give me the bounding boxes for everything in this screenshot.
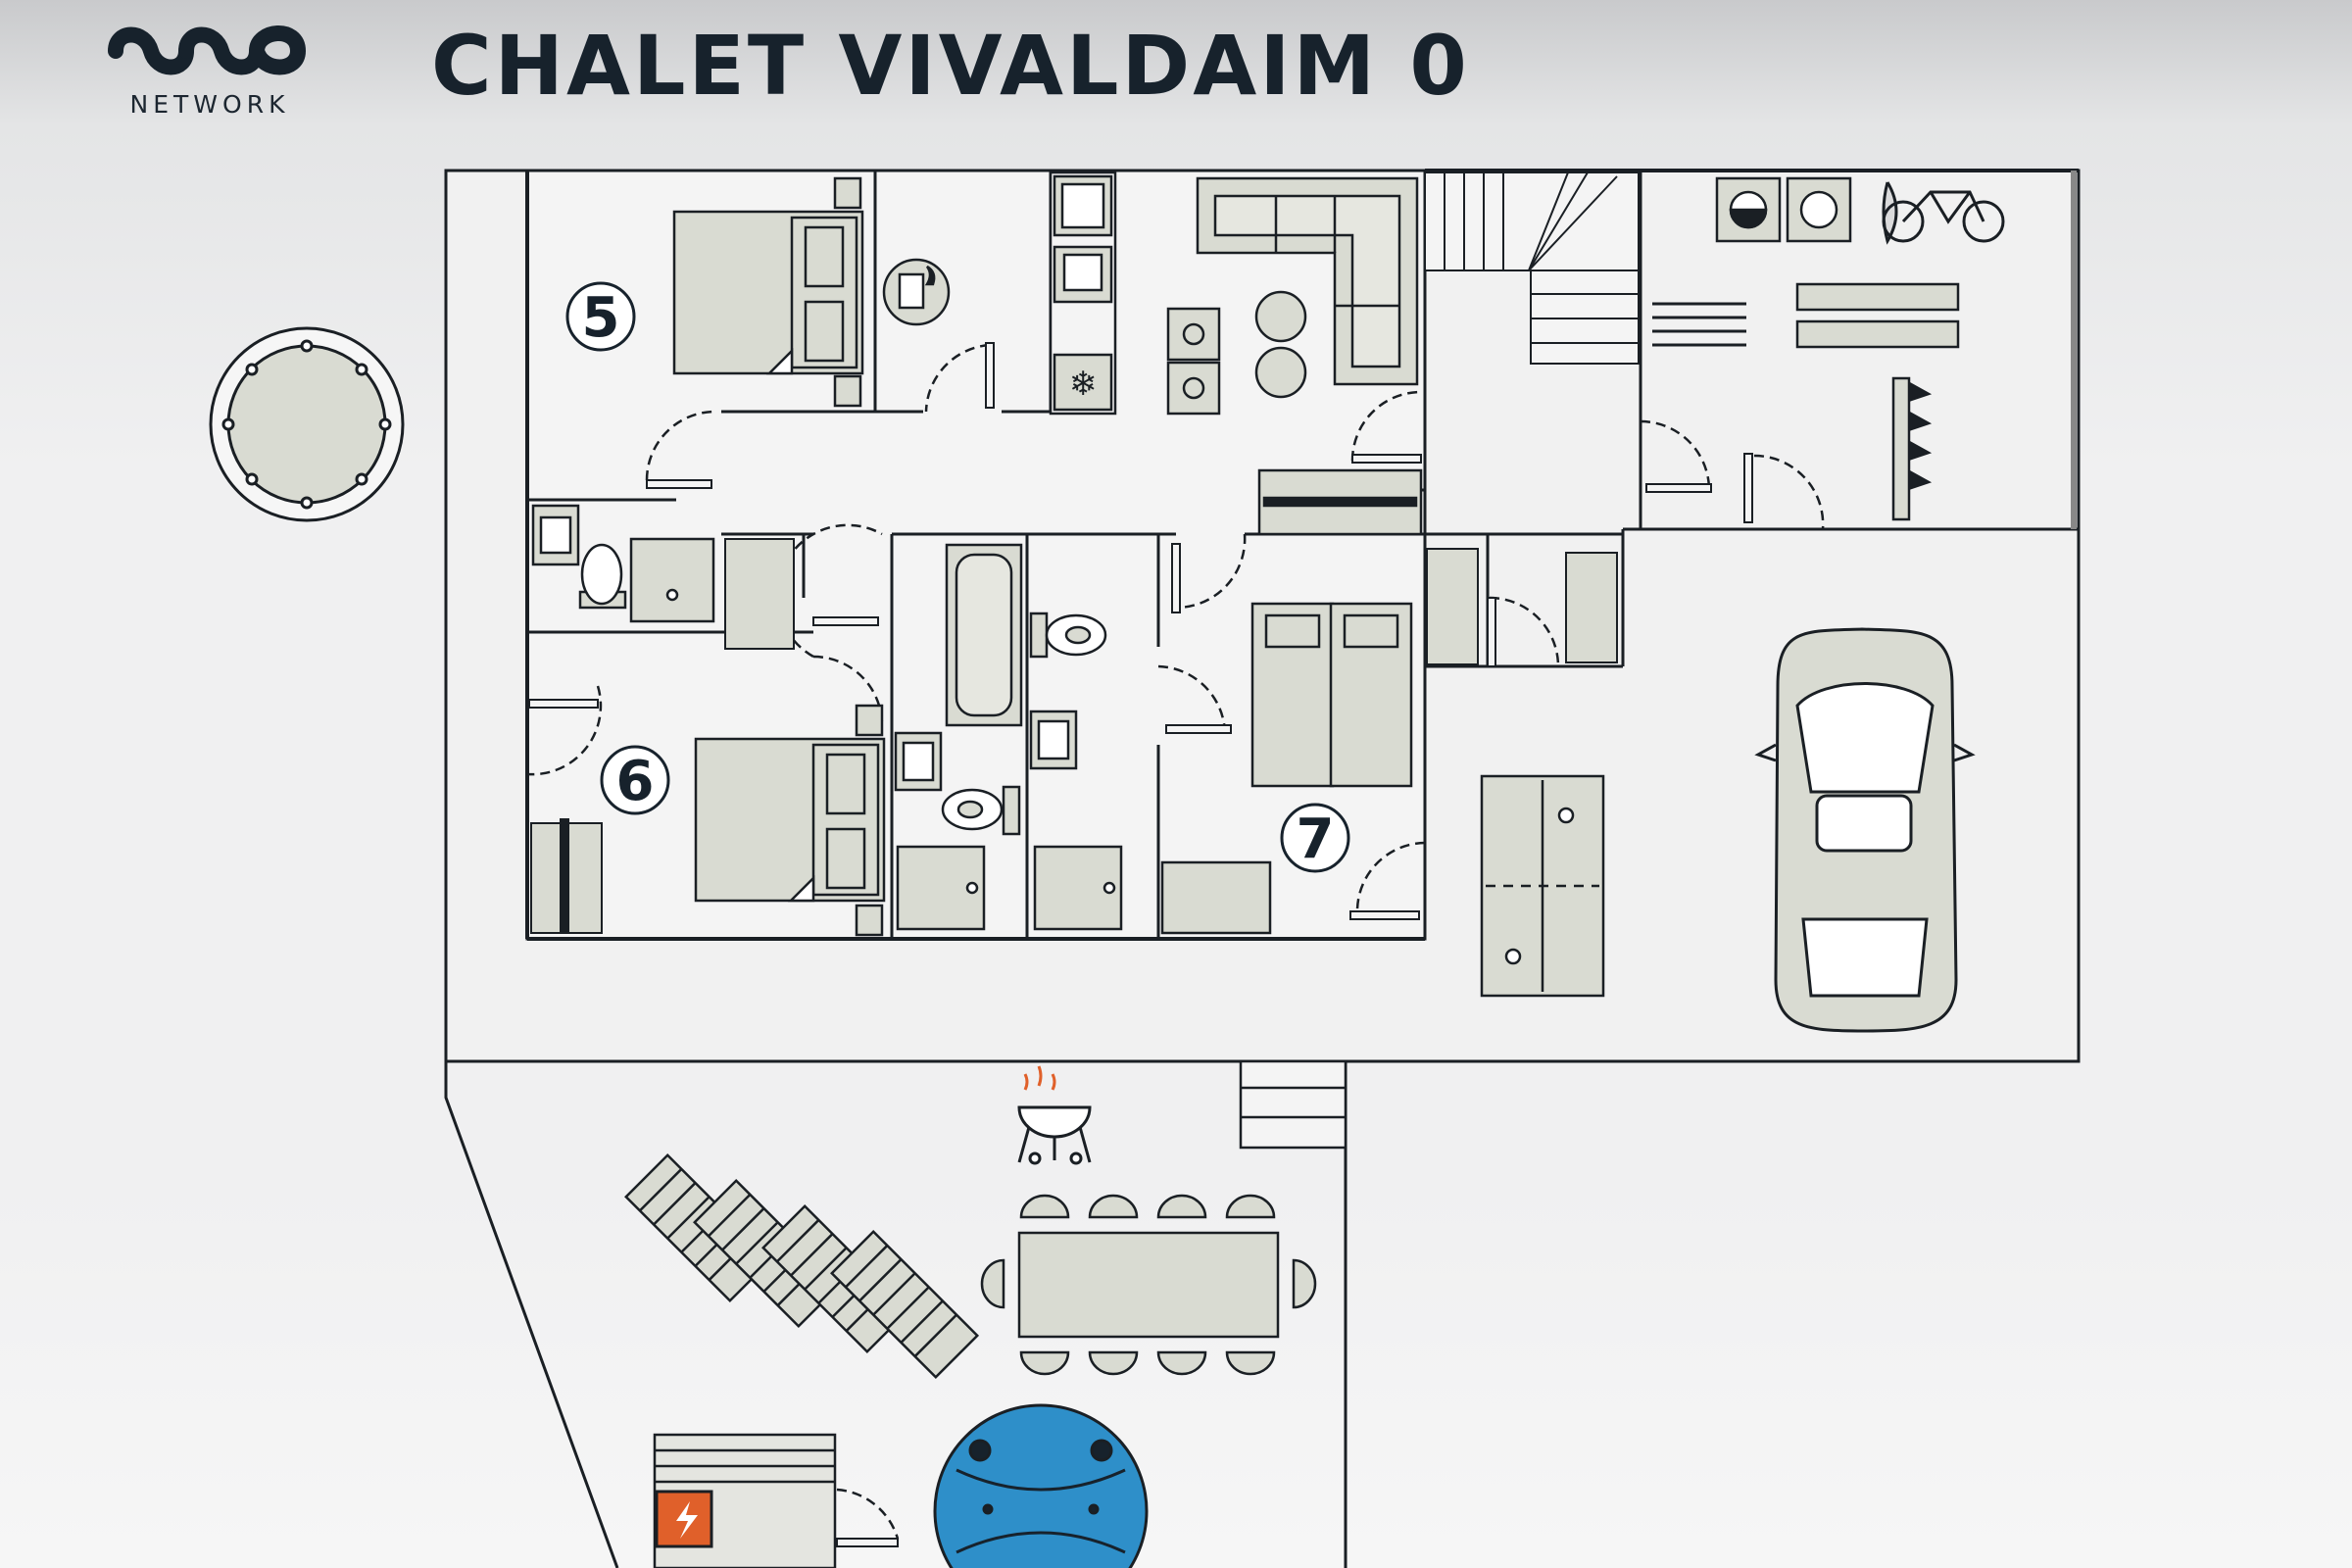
- onto-network-logo: NETWORK: [102, 12, 318, 120]
- kitchen-units: ❄: [1049, 171, 1117, 416]
- door-leaf: [985, 342, 995, 409]
- double-bed-room-5: [672, 176, 864, 408]
- door-arc: [836, 1488, 900, 1540]
- double-bed-room-6: [694, 704, 886, 937]
- door-arc: [1355, 841, 1426, 912]
- staircase: [1424, 172, 1640, 365]
- room-number-7: 7: [1280, 803, 1350, 873]
- toilet-icon: [941, 785, 1021, 836]
- sink-icon: [531, 504, 1078, 792]
- door-arc: [1753, 454, 1825, 530]
- door-leaf: [1165, 724, 1232, 734]
- door-arc: [1640, 419, 1711, 491]
- door-arc: [645, 410, 716, 481]
- svg-text:6: 6: [616, 750, 655, 813]
- twin-beds-room-7: [1160, 602, 1413, 935]
- door-arc: [526, 685, 603, 776]
- outdoor-steps: [1239, 1059, 1348, 1150]
- bicycle-icon: [1882, 181, 2005, 245]
- sun-lounger-icon: [624, 1153, 980, 1380]
- door-arc: [1157, 664, 1227, 736]
- bathtub: [945, 543, 1023, 727]
- room-number-6: 6: [600, 745, 670, 815]
- toilet-icon: [578, 543, 627, 610]
- hob-icon: [1166, 307, 1221, 416]
- dining-table-icon: [980, 1194, 1317, 1376]
- trampoline-icon: [209, 326, 405, 522]
- svg-text:7: 7: [1297, 808, 1335, 871]
- car-icon: [1754, 627, 1976, 1033]
- door-arc: [1350, 390, 1422, 462]
- bbq-icon: [1017, 1065, 1092, 1165]
- door-leaf: [1487, 597, 1496, 667]
- table-tennis-icon: [1480, 774, 1605, 998]
- freezer-icon: ❄: [1069, 365, 1098, 404]
- toilet-icon: [1029, 612, 1107, 659]
- door-arc: [924, 343, 991, 413]
- ski-rack-icon: [1652, 282, 1960, 521]
- corner-sofa: [1196, 176, 1419, 386]
- shower-tray: [629, 537, 1123, 931]
- washing-machine-icon: [1715, 176, 1782, 243]
- door-leaf: [528, 699, 599, 709]
- door-arc: [1489, 596, 1560, 667]
- electric-panel-icon: [655, 1490, 713, 1548]
- door-leaf: [1743, 453, 1753, 523]
- room-number-5: 5: [565, 281, 636, 352]
- page-title: CHALET VIVALDAIM 0: [431, 18, 1470, 114]
- door-leaf: [1349, 910, 1420, 920]
- door-leaf: [1645, 483, 1712, 493]
- logo-text: NETWORK: [129, 90, 290, 119]
- hot-tub-icon: [933, 1403, 1149, 1568]
- door-arc: [1175, 533, 1247, 610]
- dryer-icon: [1786, 176, 1852, 243]
- door-leaf: [1351, 454, 1422, 464]
- door-leaf: [812, 616, 879, 626]
- door-leaf: [836, 1538, 899, 1547]
- door-leaf: [646, 479, 712, 489]
- boiler-icon: [882, 258, 951, 326]
- logo-mark-icon: [108, 25, 307, 75]
- door-leaf: [1171, 543, 1181, 613]
- tv-unit: [1257, 468, 1423, 536]
- svg-text:5: 5: [582, 286, 620, 350]
- stools: [1254, 290, 1307, 399]
- wardrobes: [530, 538, 1618, 934]
